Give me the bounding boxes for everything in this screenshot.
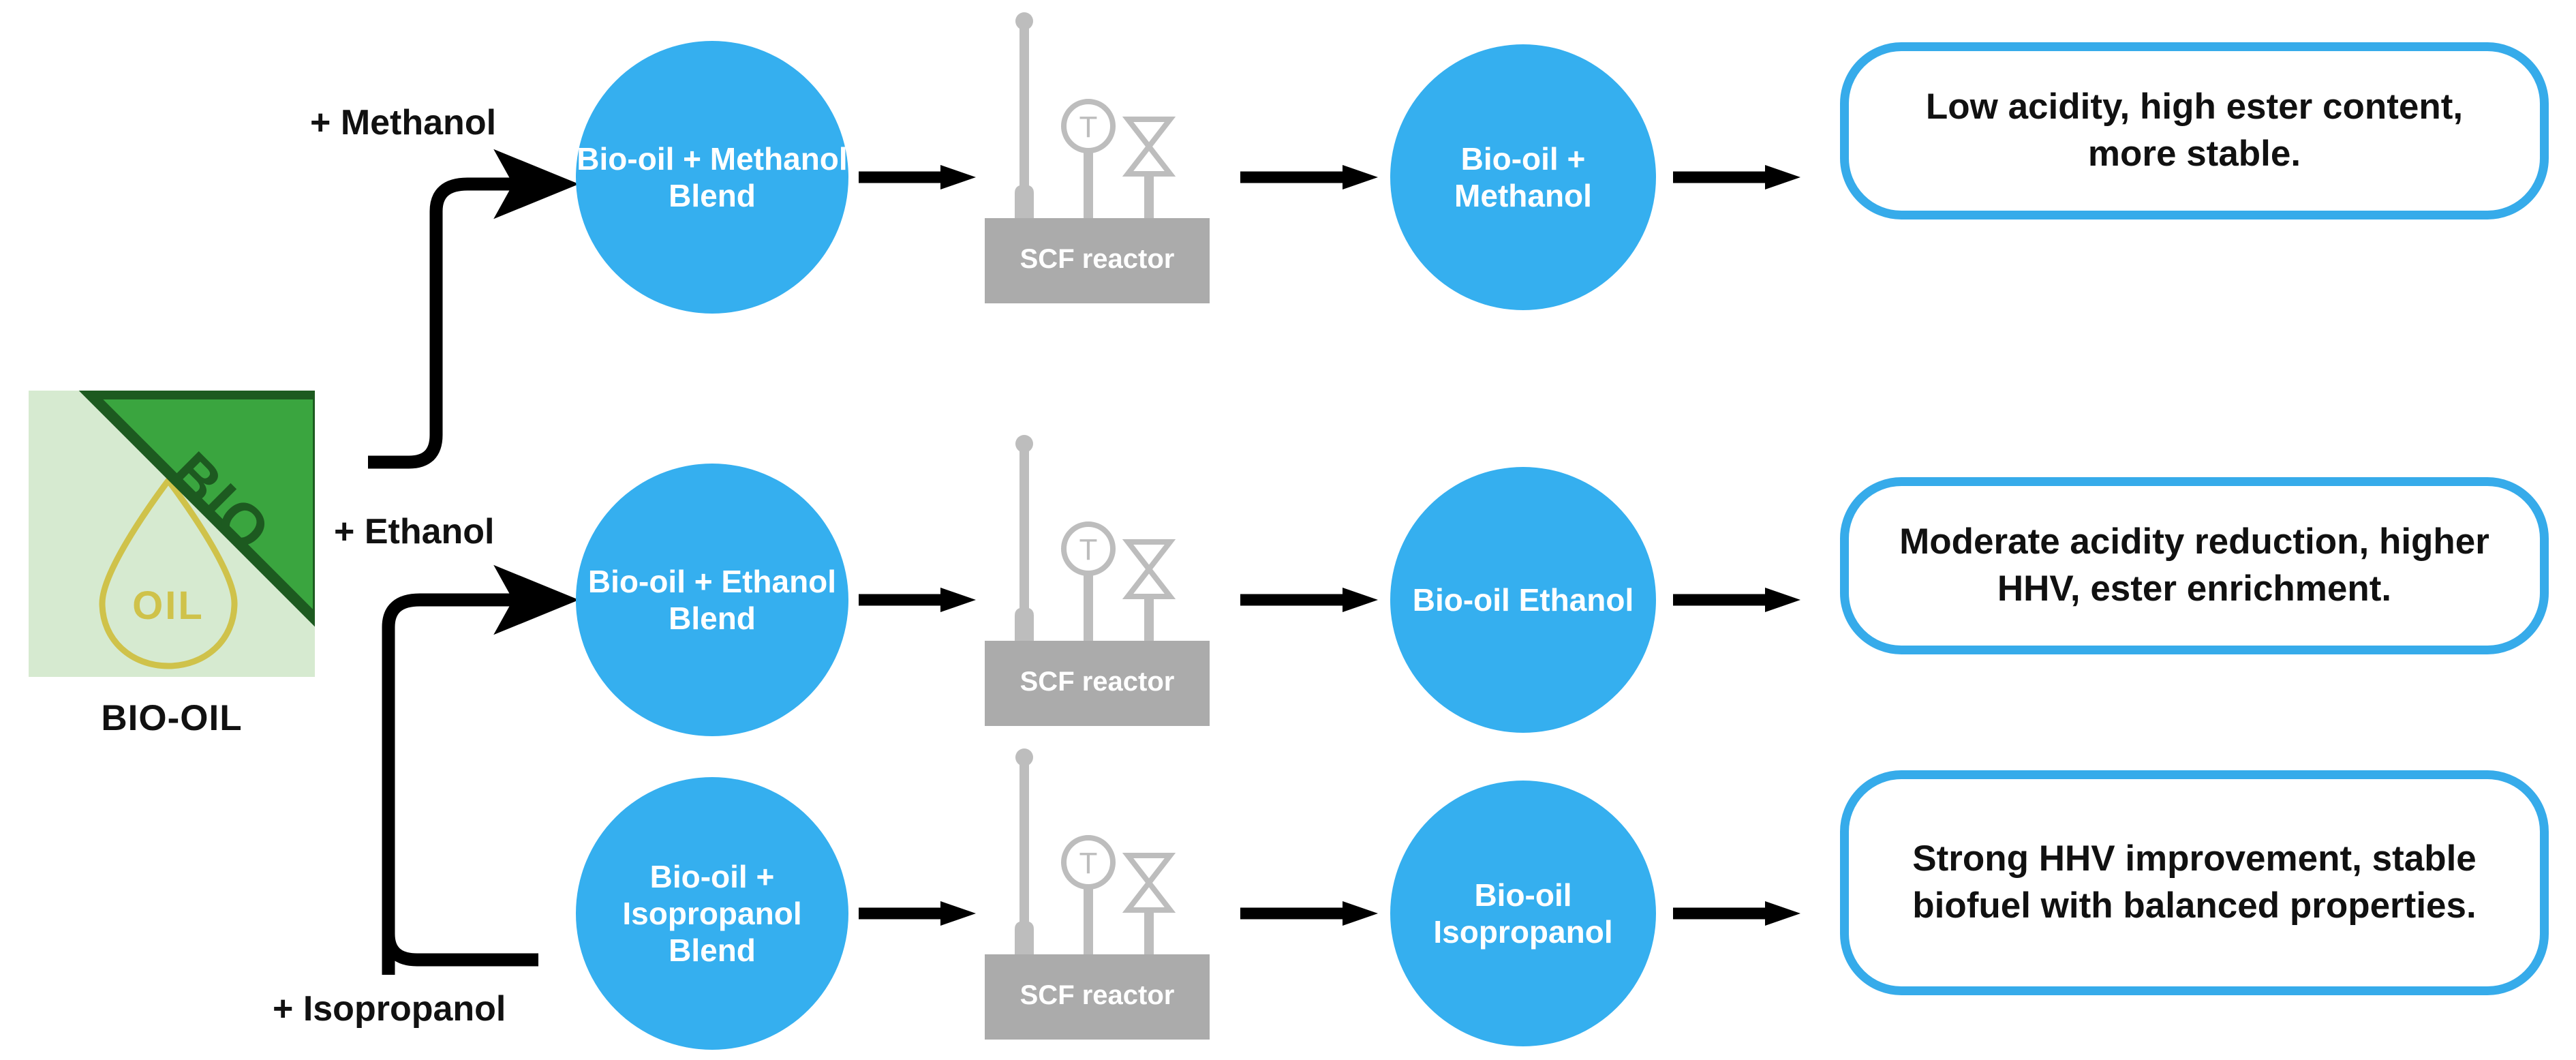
bio-oil-source-block: OIL BIO BIO-OIL [29, 391, 315, 739]
bio-oil-caption: BIO-OIL [101, 698, 243, 738]
arrow-reactor-to-product [1240, 164, 1380, 191]
process-row-isopropanol: Bio-oil + Isopropanol Blend T [0, 706, 2576, 1060]
scf-reactor-methanol[interactable]: T SCF reactor [985, 10, 1230, 310]
valve-icon [1122, 539, 1176, 644]
reactor-label-text: SCF reactor [1020, 980, 1175, 1010]
outcome-text: Moderate acidity reduction, higher HHV, … [1899, 521, 2489, 609]
process-row-ethanol: Bio-oil + Ethanol Blend T [0, 402, 2576, 757]
outcome-text: Strong HHV improvement, stable biofuel w… [1912, 838, 2477, 926]
blend-circle-label: Bio-oil + Isopropanol Blend [622, 858, 802, 969]
reagent-label-methanol: + Methanol [310, 103, 497, 142]
svg-text:T: T [1079, 533, 1098, 566]
scf-reactor-ethanol[interactable]: T SCF reactor [985, 433, 1230, 733]
stirrer-shaft-icon [1015, 435, 1034, 643]
outcome-pill-methanol: Low acidity, high ester content, more st… [1840, 42, 2549, 219]
arrow-reactor-to-product [1240, 586, 1380, 614]
blend-circle-label: Bio-oil + Ethanol Blend [587, 563, 837, 636]
blend-circle-label: Bio-oil + Methanol Blend [577, 140, 848, 213]
arrow-product-to-outcome [1673, 900, 1803, 927]
product-circle-ethanol[interactable]: Bio-oil Ethanol [1390, 467, 1656, 733]
scf-reactor-isopropanol[interactable]: T SCF reactor [985, 746, 1230, 1046]
product-circle-methanol[interactable]: Bio-oil + Methanol [1390, 44, 1656, 310]
blend-circle-isopropanol[interactable]: Bio-oil + Isopropanol Blend [576, 777, 848, 1050]
arrow-blend-to-reactor [859, 586, 978, 614]
reagent-label-isopropanol: + Isopropanol [273, 989, 506, 1029]
reactor-vessel [985, 641, 1210, 726]
outcome-text: Low acidity, high ester content, more st… [1925, 87, 2464, 174]
blend-circle-ethanol[interactable]: Bio-oil + Ethanol Blend [576, 464, 848, 736]
svg-text:T: T [1079, 847, 1098, 880]
arrow-blend-to-reactor [859, 900, 978, 927]
outcome-pill-ethanol: Moderate acidity reduction, higher HHV, … [1840, 477, 2549, 654]
reactor-label-text: SCF reactor [1020, 667, 1175, 697]
bio-oil-glyph: OIL BIO [78, 391, 315, 669]
thermometer-gauge-icon: T [1061, 835, 1116, 958]
arrow-product-to-outcome [1673, 164, 1803, 191]
product-circle-label: Bio-oil + Methanol [1454, 140, 1592, 213]
valve-icon [1122, 853, 1176, 958]
reactor-label-text: SCF reactor [1020, 244, 1175, 274]
reactor-vessel [985, 218, 1210, 303]
svg-text:OIL: OIL [132, 584, 204, 628]
valve-icon [1122, 117, 1176, 222]
bio-oil-icon: OIL BIO [29, 391, 315, 677]
arrow-blend-to-reactor [859, 164, 978, 191]
svg-text:T: T [1079, 110, 1098, 144]
thermometer-gauge-icon: T [1061, 99, 1116, 222]
oil-droplet-icon: OIL [99, 475, 238, 669]
product-circle-label: Bio-oil Isopropanol [1433, 877, 1613, 950]
arrow-product-to-outcome [1673, 586, 1803, 614]
reactor-vessel [985, 954, 1210, 1040]
product-circle-isopropanol[interactable]: Bio-oil Isopropanol [1390, 781, 1656, 1046]
thermometer-gauge-icon: T [1061, 521, 1116, 644]
product-circle-label: Bio-oil Ethanol [1412, 581, 1634, 618]
stirrer-shaft-icon [1015, 748, 1034, 956]
process-row-methanol: Bio-oil + Methanol Blend T [0, 0, 2576, 354]
outcome-pill-isopropanol: Strong HHV improvement, stable biofuel w… [1840, 770, 2549, 995]
blend-circle-methanol[interactable]: Bio-oil + Methanol Blend [576, 41, 848, 314]
arrow-reactor-to-product [1240, 900, 1380, 927]
reagent-label-ethanol: + Ethanol [334, 512, 495, 551]
stirrer-shaft-icon [1015, 12, 1034, 220]
